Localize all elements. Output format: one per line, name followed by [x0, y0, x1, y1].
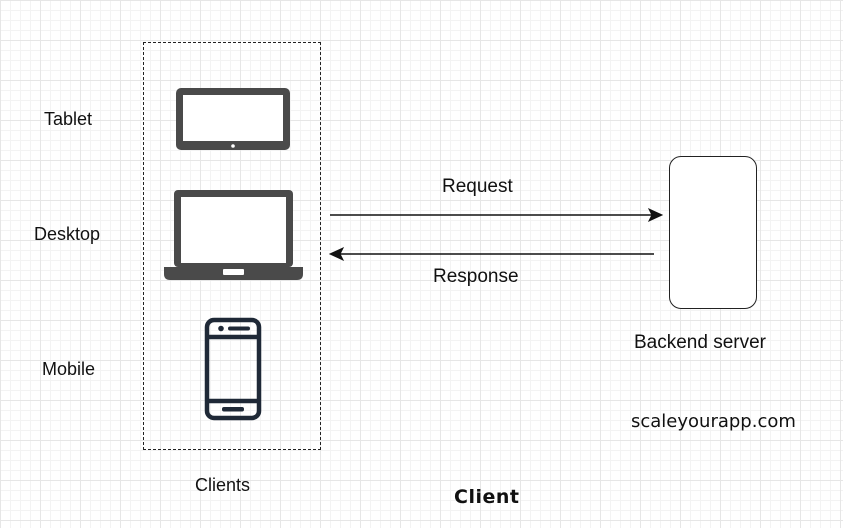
response-label: Response [433, 266, 519, 287]
tablet-label: Tablet [44, 109, 93, 129]
backend-server-box [669, 156, 757, 309]
watermark-text: scaleyourapp.com [631, 411, 796, 432]
clients-group [143, 42, 321, 450]
diagram-title: Client [454, 486, 520, 508]
backend-server-label: Backend server [634, 332, 767, 353]
clients-label: Clients [195, 475, 251, 495]
request-arrow [330, 207, 664, 223]
response-arrow [328, 246, 654, 262]
request-label: Request [442, 176, 513, 197]
desktop-label: Desktop [34, 224, 101, 244]
mobile-phone-icon [204, 317, 262, 421]
laptop-icon [164, 190, 303, 280]
tablet-icon [176, 88, 290, 150]
mobile-label: Mobile [42, 359, 96, 379]
